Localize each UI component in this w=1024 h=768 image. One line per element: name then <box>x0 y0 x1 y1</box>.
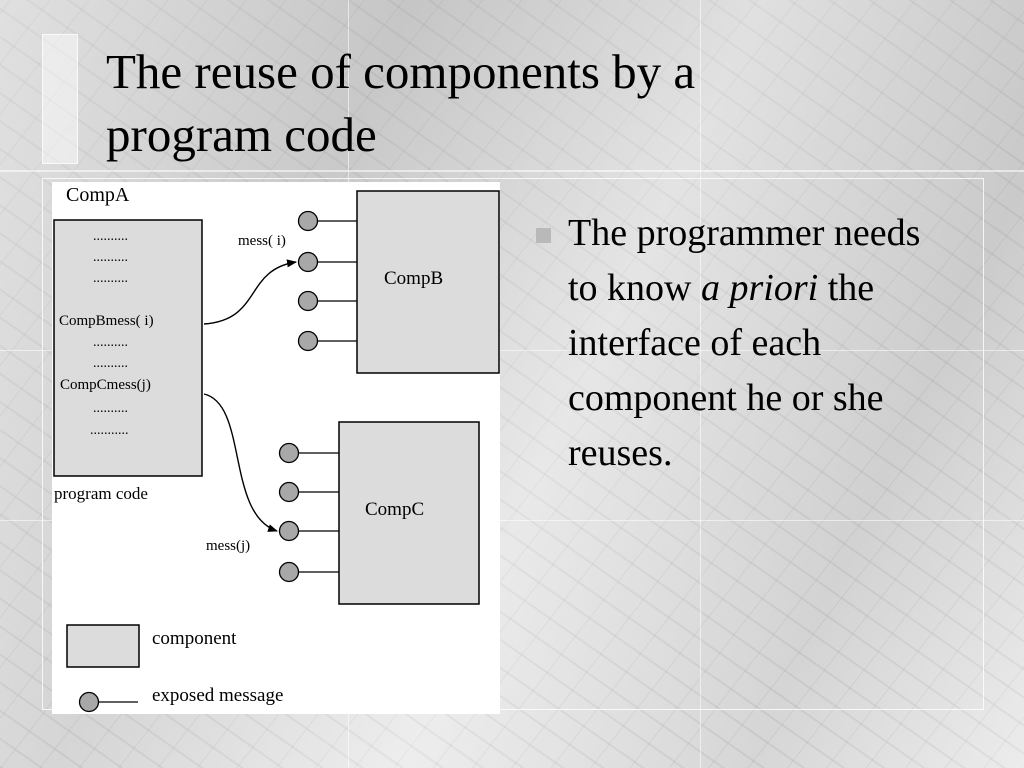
marble-line <box>0 350 1024 351</box>
marble-line <box>0 170 1024 172</box>
program-code-label: program code <box>54 484 148 503</box>
exposed-message-port <box>297 251 319 273</box>
exposed-message-port <box>278 520 300 542</box>
bullet-list: The programmer needs to know a priori th… <box>536 206 936 481</box>
exposed-message-port <box>297 290 319 312</box>
call-arrow-compc <box>203 393 278 532</box>
code-line-compb-call: CompBmess( i) <box>59 313 154 329</box>
bullet-item: The programmer needs to know a priori th… <box>536 206 936 481</box>
exposed-message-port <box>278 481 300 503</box>
legend-component-label: component <box>152 628 237 649</box>
code-line: .......... <box>93 229 128 244</box>
code-line: .......... <box>93 356 128 371</box>
diagram-canvas: CompA .......... .......... .......... C… <box>53 184 500 713</box>
legend-message-port-icon <box>78 691 100 713</box>
comp-c-label: CompC <box>365 499 424 520</box>
exposed-message-port <box>278 442 300 464</box>
bullet-text-italic: a priori <box>701 267 819 309</box>
exposed-message-port <box>297 330 319 352</box>
comp-b-label: CompB <box>384 268 443 289</box>
code-line: .......... <box>93 335 128 350</box>
exposed-message-port <box>297 210 319 232</box>
comp-b-ports <box>297 210 357 352</box>
bullet-text-start: The programmer needs to know <box>568 212 921 309</box>
marble-line <box>700 0 701 768</box>
comp-c-ports <box>278 442 339 583</box>
bullet-text-end: the interface of each component he or sh… <box>568 267 884 474</box>
legend-exposed-message-label: exposed message <box>152 685 283 706</box>
code-line: .......... <box>93 401 128 416</box>
component-diagram: CompA .......... .......... .......... C… <box>52 182 500 714</box>
call-arrow-compb <box>203 259 297 325</box>
exposed-message-port <box>278 561 300 583</box>
content-frame <box>42 178 984 710</box>
code-line: .......... <box>93 271 128 286</box>
legend-component-swatch <box>66 624 140 668</box>
comp-a-label: CompA <box>66 184 130 206</box>
mess-j-label: mess(j) <box>206 538 250 554</box>
comp-b-box <box>356 190 500 374</box>
code-line: ........... <box>90 423 129 438</box>
marble-line <box>0 520 1024 521</box>
mess-i-label: mess( i) <box>238 233 286 249</box>
title-accent-bar <box>42 34 78 164</box>
square-bullet-icon <box>536 228 551 243</box>
code-line-compc-call: CompCmess(j) <box>60 377 151 393</box>
comp-c-box <box>338 421 480 605</box>
comp-a-box <box>53 219 203 477</box>
code-line: .......... <box>93 250 128 265</box>
slide-title: The reuse of components by a program cod… <box>106 44 696 162</box>
